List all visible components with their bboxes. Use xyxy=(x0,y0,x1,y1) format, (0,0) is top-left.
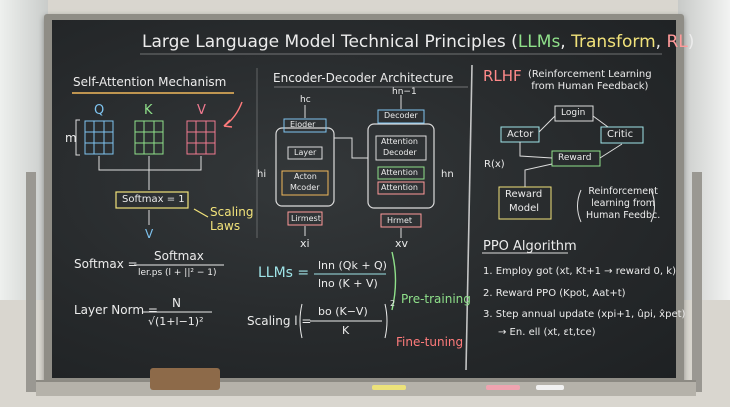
diagram-strokes xyxy=(72,53,662,371)
chalk-pink xyxy=(486,385,520,390)
matrix-k xyxy=(134,120,164,155)
scaling-laws: Scaling Laws xyxy=(210,205,254,233)
label-hn1: hn−1 xyxy=(392,87,417,97)
chalkboard: Large Language Model Technical Principle… xyxy=(52,20,694,378)
matrix-q xyxy=(84,120,114,155)
box-attention-b: Attention xyxy=(381,183,418,192)
label-hc: hc xyxy=(300,95,311,105)
stand-left xyxy=(26,172,36,392)
box-layer: Layer xyxy=(294,148,317,157)
box-acton: Acton xyxy=(294,172,317,181)
box-decoder: Decoder xyxy=(384,111,418,120)
box-reward-model-1: Reward xyxy=(505,189,543,200)
chalk-tray xyxy=(36,380,696,396)
eraser xyxy=(150,368,220,390)
box-actor: Actor xyxy=(507,129,534,140)
layernorm-num: N xyxy=(172,296,181,310)
box-attention-decoder-2: Decoder xyxy=(383,148,417,157)
softmax-lhs: Softmax = xyxy=(74,257,138,271)
llms-den: lno (K + V) xyxy=(318,277,378,290)
box-hrmet: Hrmet xyxy=(387,216,413,225)
self-attention-heading: Self-Attention Mechanism xyxy=(73,75,227,89)
label-m: m xyxy=(65,131,77,145)
title: Large Language Model Technical Principle… xyxy=(142,34,694,51)
box-attention-a: Attention xyxy=(381,168,418,177)
label-xi: xi xyxy=(300,237,310,250)
ppo-step-1: 1. Employ got (xt, Kt+1 → reward 0, k) xyxy=(483,266,676,277)
box-reward-model-2: Model xyxy=(509,203,540,214)
title-close: ) xyxy=(687,32,695,52)
title-llms: LLMs xyxy=(517,32,561,52)
box-lirmest: Lirmest xyxy=(291,214,321,223)
box-critic: Critic xyxy=(607,129,634,140)
label-rx: R(x) xyxy=(484,159,505,170)
softmax-num: Softmax xyxy=(154,249,204,263)
layernorm-den: √(1+l−1)² xyxy=(148,315,204,328)
scaling-num: bo (K−V) xyxy=(318,305,368,318)
box-reward: Reward xyxy=(558,153,592,163)
softmax-den: ler.ps (l + ||² − 1) xyxy=(138,268,217,278)
layernorm-lhs: Layer Norm = xyxy=(74,303,158,317)
rl-note: Reinforcement learning from Human Feedbc… xyxy=(586,186,661,221)
label-xv: xv xyxy=(395,237,409,250)
matrix-v xyxy=(186,120,216,155)
ppo-heading: PPO Algorithm xyxy=(483,239,577,254)
scaling-lhs: Scaling l = xyxy=(247,314,312,328)
title-sep-2: , xyxy=(655,32,667,52)
label-k: K xyxy=(144,103,153,118)
ppo-step-2: 2. Reward PPO (Kpot, Aat+t) xyxy=(483,288,626,299)
title-main: Large Language Model Technical Principle… xyxy=(142,32,518,52)
v-output: V xyxy=(145,227,154,241)
window-right xyxy=(678,0,730,300)
rlhf-subheading: (Reinforcement Learning from Human Feedb… xyxy=(528,69,652,92)
pretraining: Pre-training xyxy=(401,292,471,306)
box-login: Login xyxy=(561,108,586,118)
stand-right xyxy=(692,172,702,392)
finetuning: Fine-tuning xyxy=(396,335,464,349)
title-transform: Transform xyxy=(571,32,656,52)
title-rl: RL xyxy=(666,32,688,52)
ppo-step-3: 3. Step annual update (xpi+1, ûpi, x̂pet… xyxy=(483,309,686,320)
window-left xyxy=(0,0,48,300)
label-v: V xyxy=(197,103,206,118)
scaling-exp: 2 xyxy=(390,299,396,308)
title-sep-1: , xyxy=(560,32,572,52)
softmax-box-label: Softmax = 1 xyxy=(122,194,185,205)
label-hn: hn xyxy=(441,169,454,180)
box-mcoder: Mcoder xyxy=(290,183,320,192)
rlhf-heading: RLHF xyxy=(483,67,522,85)
ppo-step-3b: → En. ell (xt, εt,tce) xyxy=(498,327,596,338)
llms-num: lnn (Qk + Q) xyxy=(318,259,387,272)
box-eioder: Eioder xyxy=(290,120,316,129)
label-q: Q xyxy=(94,103,105,118)
chalk-white xyxy=(536,385,564,390)
box-attention-decoder-1: Attention xyxy=(381,137,418,146)
label-hi: hi xyxy=(257,169,267,180)
encdec-heading: Encoder-Decoder Architecture xyxy=(273,71,454,85)
chalk-yellow xyxy=(372,385,406,390)
scaling-den: K xyxy=(342,324,350,337)
llms-lhs: LLMs = xyxy=(258,265,310,281)
